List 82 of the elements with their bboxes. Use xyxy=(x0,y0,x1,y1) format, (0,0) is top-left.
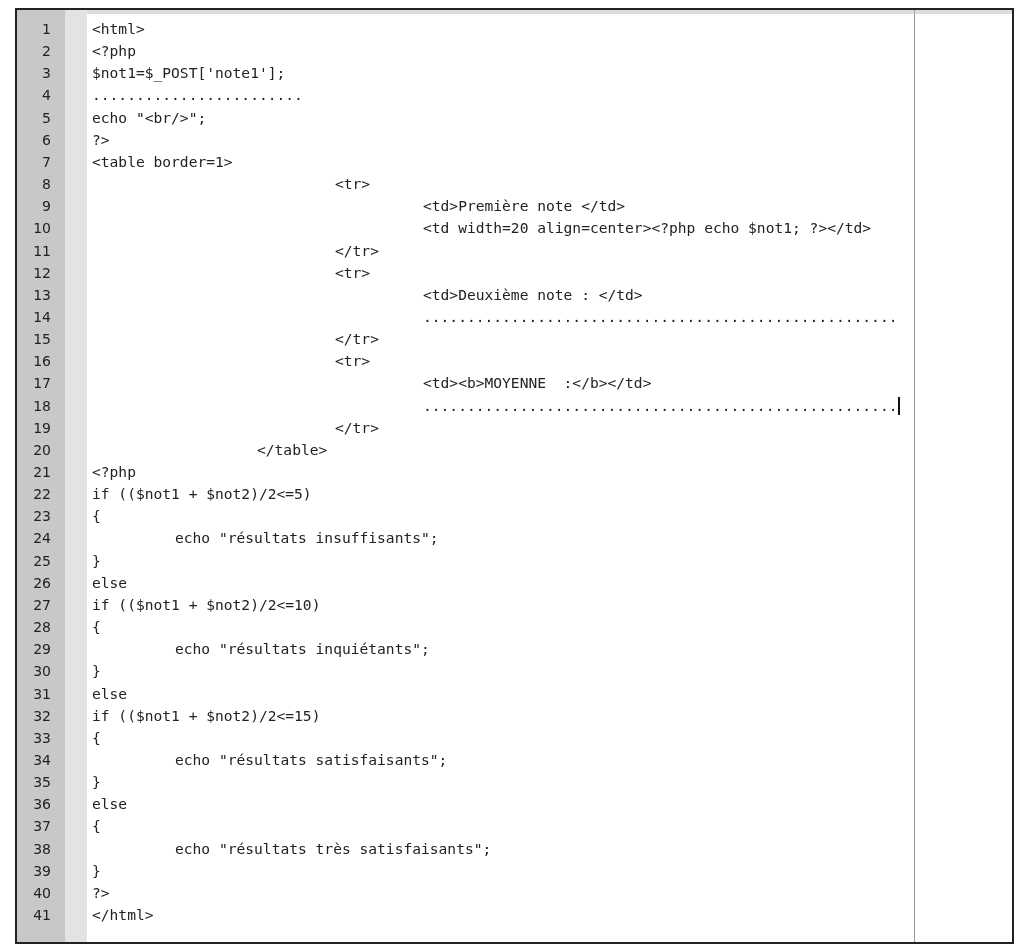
line-number: 28 xyxy=(32,618,51,637)
code-line: <td width=20 align=center><?php echo $not1; ?></td> xyxy=(423,219,872,238)
line-number: 18 xyxy=(32,396,51,415)
code-line: <tr> xyxy=(335,352,371,371)
line-number: 11 xyxy=(32,241,51,260)
code-line: { xyxy=(92,817,101,836)
code-line: </html> xyxy=(92,906,154,924)
line-number: 1 xyxy=(41,20,51,38)
code-line: echo "résultats insuffisants"; xyxy=(175,529,439,548)
code-line: <tr> xyxy=(335,263,371,282)
line-number: 36 xyxy=(32,795,51,814)
code-line: </tr> xyxy=(335,418,379,437)
line-number: 40 xyxy=(32,883,51,902)
code-line: } xyxy=(92,861,101,880)
line-number: 31 xyxy=(32,684,51,703)
line-number: 23 xyxy=(32,507,51,526)
code-line: </tr> xyxy=(335,330,379,349)
code-line: } xyxy=(92,551,101,570)
code-line: <table border=1> xyxy=(92,152,233,171)
code-line: echo "résultats inquiétants"; xyxy=(175,640,430,659)
line-number: 10 xyxy=(32,219,51,238)
line-number: 38 xyxy=(32,839,51,858)
code-line: </tr> xyxy=(335,241,379,260)
line-number: 29 xyxy=(32,640,51,659)
line-number: 25 xyxy=(32,551,51,570)
line-number: 35 xyxy=(32,773,51,792)
code-line: <td>Deuxième note : </td> xyxy=(423,285,643,304)
code-line: else xyxy=(92,795,128,814)
code-line: </table> xyxy=(257,440,328,459)
line-number: 33 xyxy=(32,728,51,747)
code-line: { xyxy=(92,618,101,637)
line-number: 21 xyxy=(32,463,51,481)
line-number: 2 xyxy=(41,42,51,61)
line-number: 15 xyxy=(32,330,51,349)
code-line: echo "<br/>"; xyxy=(92,108,207,127)
code-line: echo "résultats très satisfaisants"; xyxy=(175,839,492,858)
code-line: if (($not1 + $not2)/2<=15) xyxy=(92,706,321,725)
code-line: { xyxy=(92,728,101,747)
code-line: if (($not1 + $not2)/2<=10) xyxy=(92,595,321,614)
line-number: 32 xyxy=(32,706,51,725)
line-number: 4 xyxy=(41,86,51,105)
code-line: ...................................................... xyxy=(423,396,898,415)
line-number: 8 xyxy=(41,175,51,194)
code-line: ?> xyxy=(92,130,110,149)
code-line: <?php xyxy=(92,42,136,61)
line-number: 16 xyxy=(32,352,51,371)
code-line: else xyxy=(92,684,128,703)
code-line: <tr> xyxy=(335,175,371,194)
code-line: echo "résultats satisfaisants"; xyxy=(175,750,448,769)
code-line: ........................ xyxy=(92,86,303,105)
code-line: } xyxy=(92,773,101,792)
line-number: 7 xyxy=(41,152,51,171)
line-number: 27 xyxy=(32,595,51,614)
code-line: ...................................................... xyxy=(423,307,898,326)
line-number: 26 xyxy=(32,573,51,592)
code-line: <?php xyxy=(92,463,136,481)
line-number: 19 xyxy=(32,418,51,437)
line-number: 39 xyxy=(32,861,51,880)
line-number: 20 xyxy=(32,440,51,459)
line-number: 6 xyxy=(41,130,51,149)
line-number: 17 xyxy=(32,374,51,393)
line-number: 22 xyxy=(32,485,51,504)
code-line: if (($not1 + $not2)/2<=5) xyxy=(92,485,312,504)
code-line: } xyxy=(92,662,101,681)
line-number: 34 xyxy=(32,750,51,769)
code-line: else xyxy=(92,573,128,592)
line-number: 30 xyxy=(32,662,51,681)
line-number: 13 xyxy=(32,285,51,304)
line-number: 12 xyxy=(32,263,51,282)
code-line: <td>Première note </td> xyxy=(423,197,626,216)
code-line: ?> xyxy=(92,883,110,902)
code-line: <html> xyxy=(92,20,145,38)
line-number: 14 xyxy=(32,307,51,326)
code-line: { xyxy=(92,507,101,526)
line-number: 24 xyxy=(32,529,51,548)
code-line: $not1=$_POST['note1']; xyxy=(92,64,286,83)
code-line: <td><b>MOYENNE :</b></td> xyxy=(423,374,652,393)
line-number: 9 xyxy=(41,197,51,216)
line-number: 41 xyxy=(32,906,51,924)
line-number: 37 xyxy=(32,817,51,836)
line-number: 5 xyxy=(41,108,51,127)
line-number: 3 xyxy=(41,64,51,83)
